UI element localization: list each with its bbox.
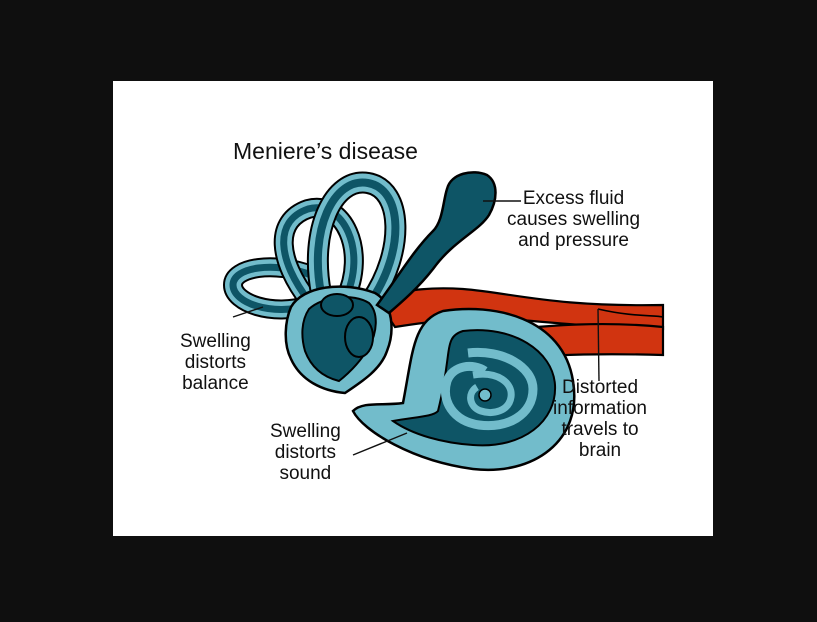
label-balance: Swelling distorts balance xyxy=(180,331,251,394)
label-brain-line-2: information xyxy=(553,398,647,419)
label-excess-fluid: Excess fluid causes swelling and pressur… xyxy=(507,188,640,251)
label-sound: Swelling distorts sound xyxy=(270,421,341,484)
leader-lines xyxy=(232,200,600,456)
diagram-title: Meniere’s disease xyxy=(233,138,418,164)
semicircular-canals xyxy=(222,171,407,320)
vestibule xyxy=(284,285,393,395)
label-brain: Distorted information travels to brain xyxy=(553,377,647,461)
cochlea xyxy=(351,307,576,472)
label-sound-line-3: sound xyxy=(279,463,332,484)
label-excess-fluid-line-1: Excess fluid xyxy=(522,188,625,209)
label-sound-line-2: distorts xyxy=(274,442,336,463)
label-brain-line-3: travels to xyxy=(561,419,639,440)
ear-illustration xyxy=(222,171,665,472)
label-excess-fluid-line-2: causes swelling xyxy=(507,209,641,230)
label-balance-line-2: distorts xyxy=(184,352,246,373)
label-brain-line-1: Distorted xyxy=(561,377,639,398)
label-excess-fluid-line-3: and pressure xyxy=(518,230,629,251)
label-balance-line-1: Swelling xyxy=(180,331,251,352)
label-sound-line-1: Swelling xyxy=(270,421,341,442)
diagram-panel: Meniere’s disease Excess fluid causes sw… xyxy=(113,81,713,536)
label-balance-line-3: balance xyxy=(182,373,249,394)
endolymphatic-sac xyxy=(375,171,497,315)
label-brain-line-4: brain xyxy=(578,440,622,461)
